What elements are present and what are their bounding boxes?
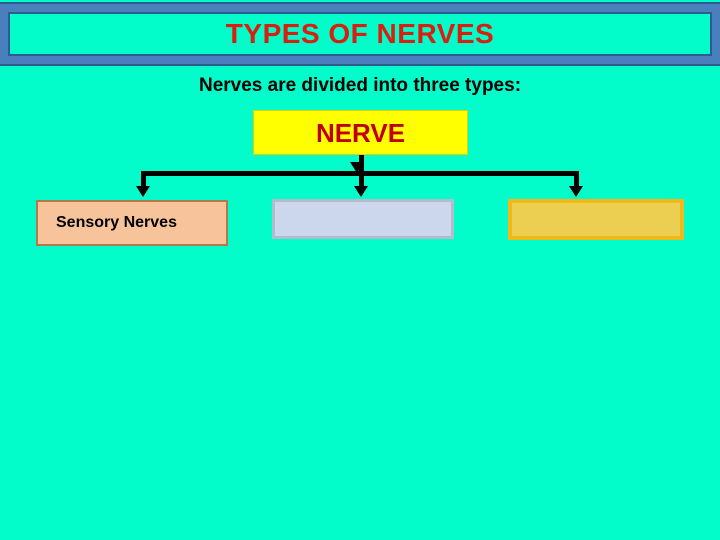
- arrowhead-right-icon: [569, 186, 583, 197]
- diagram-root-label: NERVE: [315, 117, 406, 148]
- connector-drop-left: [141, 171, 146, 193]
- diagram-node-sensory-label: Sensory Nerves: [56, 214, 177, 231]
- diagram-node-sensory: Sensory Nerves: [36, 200, 228, 246]
- arrowhead-middle-icon: [354, 186, 368, 197]
- diagram-node-second: [272, 199, 454, 239]
- subtitle-text: Nerves are divided into three types:: [198, 75, 522, 96]
- diagram-node-third: [508, 199, 684, 240]
- diagram-root-node: NERVE: [253, 110, 468, 155]
- title-inner-panel: TYPES OF NERVES: [8, 12, 712, 56]
- arrowhead-center-upper-icon: [350, 162, 364, 173]
- connector-drop-middle: [359, 171, 364, 193]
- arrowhead-left-icon: [136, 186, 150, 197]
- title-frame: TYPES OF NERVES: [0, 2, 720, 66]
- page-title: TYPES OF NERVES: [225, 18, 495, 49]
- connector-drop-right: [574, 171, 579, 193]
